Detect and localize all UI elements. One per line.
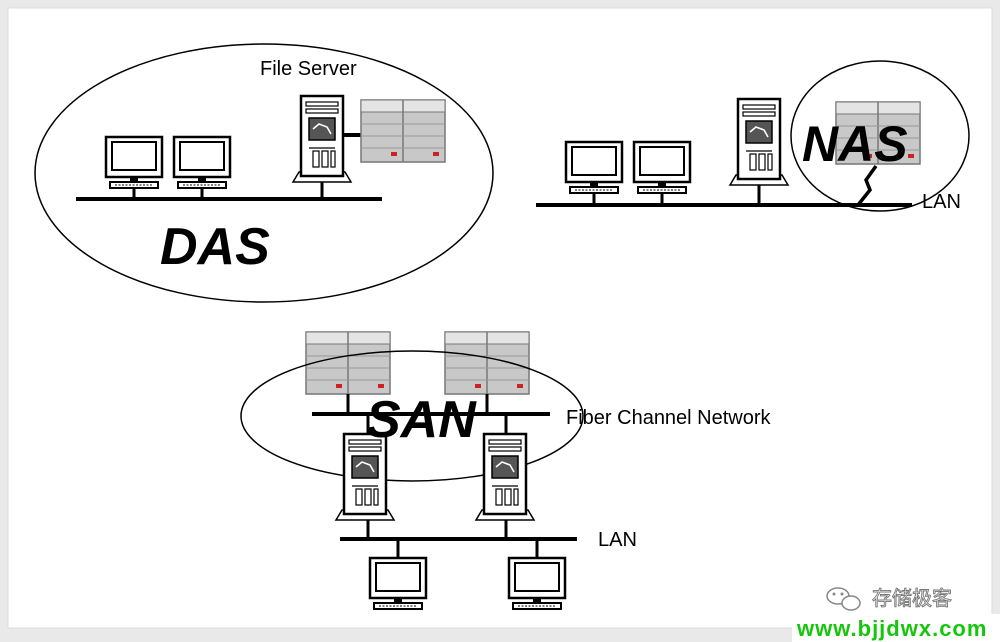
- watermark-url-band: [792, 614, 1000, 642]
- das-storage-array: [360, 99, 446, 163]
- diagram-panel: [7, 7, 993, 629]
- san-storage-array-2: [444, 331, 530, 395]
- watermark-url: www.bjjdwx.com: [796, 616, 987, 641]
- das-file-server-tower: [291, 94, 353, 184]
- das-label: DAS: [160, 218, 270, 276]
- san-server-tower-2: [474, 432, 536, 522]
- file-server-label: File Server: [260, 58, 357, 80]
- nas-label: NAS: [802, 116, 908, 172]
- san-boundary-ellipse: [240, 350, 584, 482]
- san-lan-label: LAN: [598, 529, 637, 551]
- watermark-account: 存储极客: [872, 587, 952, 610]
- nas-lan-label: LAN: [922, 191, 961, 213]
- san-section: SAN Fiber Channel Network LAN: [240, 331, 772, 611]
- watermark: 存储极客 www.bjjdwx.com: [792, 587, 1000, 642]
- nas-server-tower: [728, 97, 790, 187]
- wechat-icon: [826, 587, 861, 611]
- san-storage-array-1: [305, 331, 391, 395]
- nas-lan-link: [856, 164, 878, 207]
- san-label: SAN: [366, 391, 477, 449]
- fiber-channel-label: Fiber Channel Network: [566, 407, 772, 429]
- nas-section: NAS LAN: [536, 60, 970, 213]
- das-section: File Server DAS: [34, 43, 494, 303]
- das-boundary-ellipse: [34, 43, 494, 303]
- nas-boundary-ellipse: [790, 60, 970, 212]
